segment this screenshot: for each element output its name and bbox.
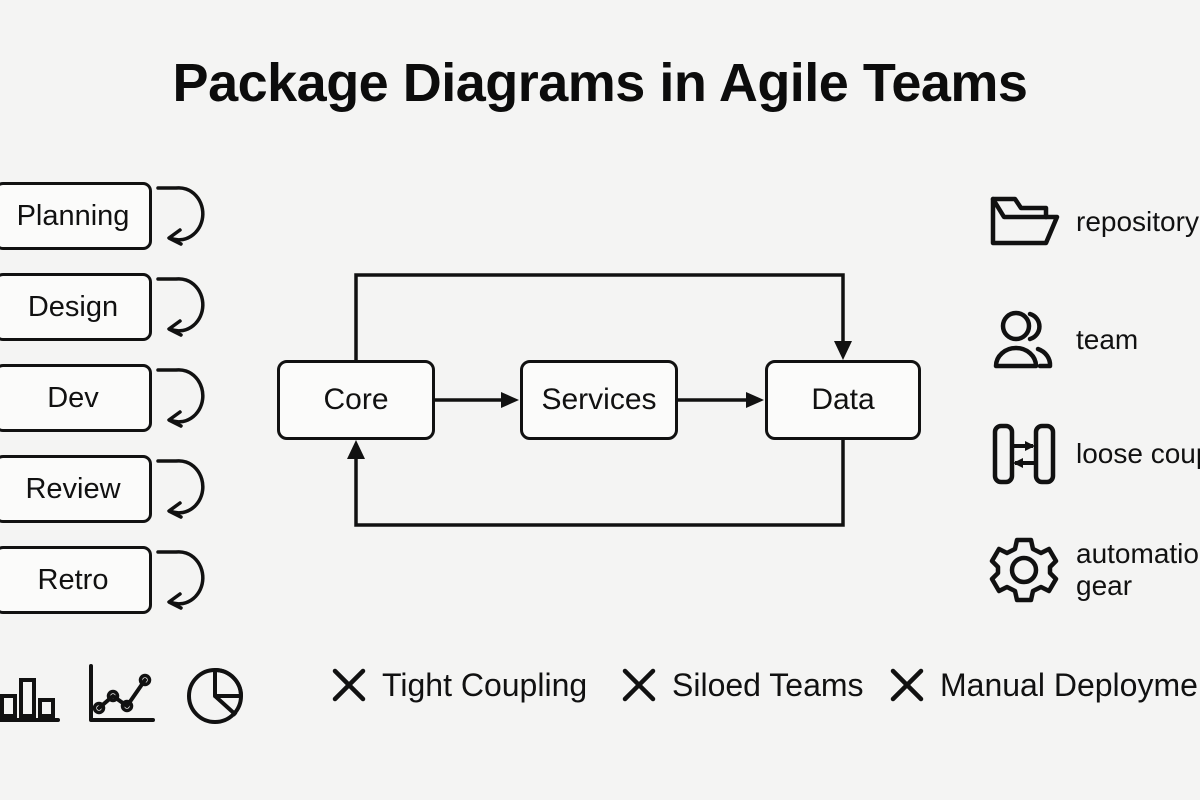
package-node-label: Core [323, 383, 389, 416]
legend-label: repository [1076, 206, 1199, 238]
legend-label: automation gear [1076, 538, 1200, 601]
arrowhead-core-services [501, 392, 519, 408]
antipattern-siloed-teams[interactable]: Siloed Teams [620, 666, 864, 704]
team-people-icon [993, 310, 1053, 369]
arrowhead-top-wrap-into-data [834, 341, 852, 360]
package-node-core[interactable]: Core [277, 360, 435, 440]
lifecycle-label: Retro [37, 563, 109, 596]
arrowhead-bottom-wrap-into-core [347, 440, 365, 459]
package-node-label: Services [541, 383, 657, 416]
gear-icon [989, 537, 1059, 603]
lifecycle-label: Review [25, 472, 121, 505]
lifecycle-item-planning[interactable]: Planning [0, 182, 215, 250]
lifecycle-item-dev[interactable]: Dev [0, 364, 215, 432]
lifecycle-label: Dev [47, 381, 99, 414]
x-mark-icon [332, 668, 366, 702]
legend-label: loose coupling [1076, 438, 1200, 470]
self-loop-arrow-icon [156, 186, 205, 246]
self-loop-arrow-icon [156, 459, 205, 519]
self-loop-arrow-icon [156, 368, 205, 428]
package-node-data[interactable]: Data [765, 360, 921, 440]
antipattern-manual-deployment[interactable]: Manual Deployment [888, 666, 1200, 704]
lifecycle-label: Design [27, 290, 119, 323]
legend-label: team [1076, 324, 1139, 356]
legend-item-team[interactable]: team [988, 304, 1200, 376]
edge-core-data-top-wrap [354, 273, 845, 360]
edge-data-core-bottom-wrap [354, 440, 845, 527]
lifecycle-box: Review [0, 455, 152, 523]
lifecycle-box: Planning [0, 182, 152, 250]
self-loop-arrow-icon [156, 277, 205, 337]
antipattern-tight-coupling[interactable]: Tight Coupling [330, 666, 587, 704]
antipattern-label: Manual Deployment [940, 667, 1200, 703]
antipattern-label: Tight Coupling [382, 667, 588, 703]
loose-coupling-icon [992, 423, 1056, 485]
legend-item-repository[interactable]: repository [988, 186, 1200, 258]
lifecycle-box: Design [0, 273, 152, 341]
line-chart-icon[interactable] [85, 662, 159, 728]
lifecycle-box: Retro [0, 546, 152, 614]
x-mark-icon [890, 668, 924, 702]
lifecycle-label: Planning [16, 199, 130, 232]
legend-item-automation-gear[interactable]: automation gear [988, 534, 1200, 606]
folder-icon [990, 196, 1060, 246]
page-title: Package Diagrams in Agile Teams [172, 53, 1028, 113]
self-loop-arrow-icon [156, 550, 205, 610]
package-node-services[interactable]: Services [520, 360, 678, 440]
antipattern-label: Siloed Teams [672, 667, 864, 703]
lifecycle-item-design[interactable]: Design [0, 273, 215, 341]
package-node-label: Data [811, 383, 875, 416]
arrowhead-services-data [746, 392, 764, 408]
pie-chart-icon[interactable] [180, 662, 254, 728]
legend-item-loose-coupling[interactable]: loose coupling [988, 418, 1200, 490]
x-mark-icon [622, 668, 656, 702]
lifecycle-item-retro[interactable]: Retro [0, 546, 215, 614]
lifecycle-item-review[interactable]: Review [0, 455, 215, 523]
bar-chart-icon[interactable] [0, 662, 66, 728]
lifecycle-box: Dev [0, 364, 152, 432]
